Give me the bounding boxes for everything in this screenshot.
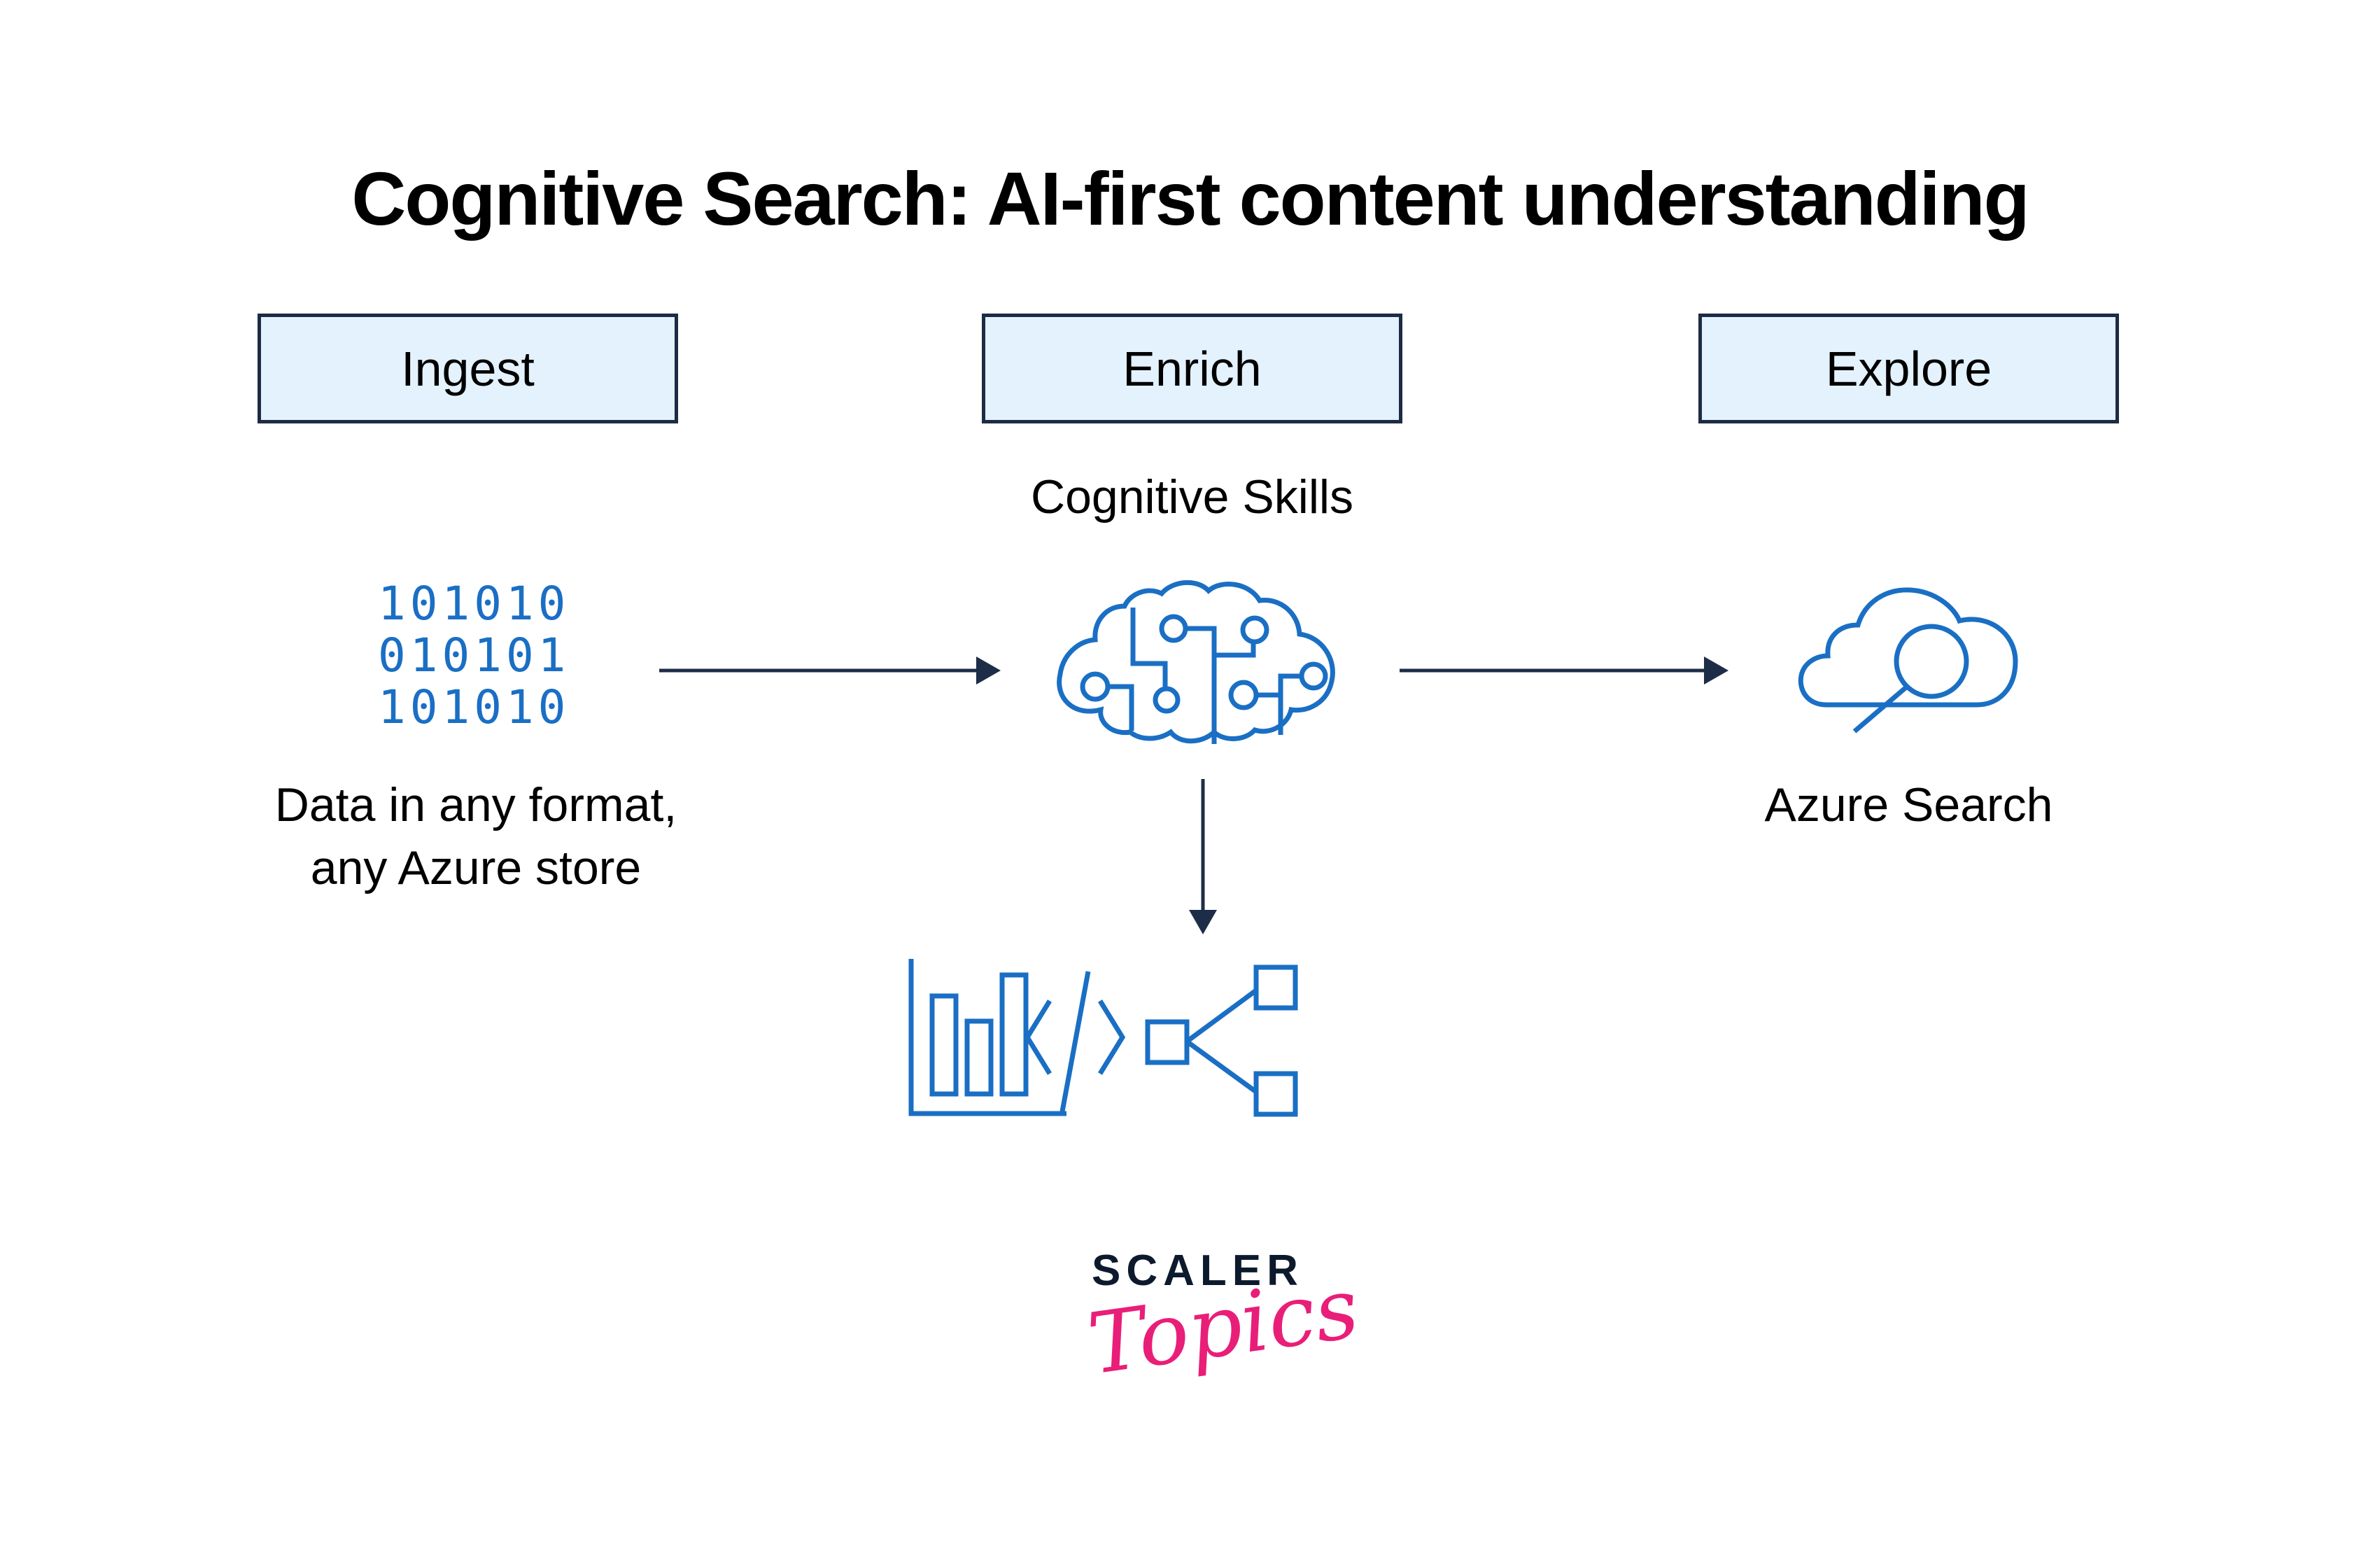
ingest-caption-line1: Data in any format, bbox=[274, 778, 677, 831]
binary-row: 101010 bbox=[378, 577, 570, 631]
stage-enrich: Enrich bbox=[982, 314, 1402, 423]
stage-explore-label: Explore bbox=[1825, 341, 1992, 396]
ingest-caption-line2: any Azure store bbox=[310, 841, 642, 894]
hierarchy-icon bbox=[1141, 959, 1302, 1120]
stage-enrich-label: Enrich bbox=[1122, 341, 1262, 396]
code-icon bbox=[1008, 959, 1134, 1120]
binary-row: 010101 bbox=[378, 629, 570, 682]
stage-explore: Explore bbox=[1698, 314, 2119, 423]
arrow-enrich-to-outputs bbox=[1189, 779, 1217, 934]
brain-circuit-icon bbox=[1046, 573, 1354, 748]
binary-row: 101010 bbox=[378, 680, 570, 734]
diagram-title: Cognitive Search: AI-first content under… bbox=[351, 156, 2029, 241]
arrow-enrich-to-explore bbox=[1400, 657, 1728, 685]
arrowhead bbox=[976, 657, 1001, 685]
cognitive-skills-label: Cognitive Skills bbox=[1030, 470, 1354, 524]
bar-chart-icon bbox=[904, 955, 1072, 1123]
ingest-caption: Data in any format, any Azure store bbox=[210, 774, 742, 900]
scaler-logo-text: SCALER bbox=[1092, 1247, 1304, 1295]
stage-ingest: Ingest bbox=[258, 314, 678, 423]
arrowhead bbox=[1189, 910, 1217, 934]
binary-data-icon: 101010 010101 101010 bbox=[378, 578, 581, 734]
arrowhead bbox=[1704, 657, 1728, 685]
stage-ingest-label: Ingest bbox=[401, 341, 535, 396]
explore-caption: Azure Search bbox=[1764, 778, 2053, 831]
arrow-ingest-to-enrich bbox=[659, 657, 1001, 685]
cloud-search-icon bbox=[1798, 584, 2022, 734]
